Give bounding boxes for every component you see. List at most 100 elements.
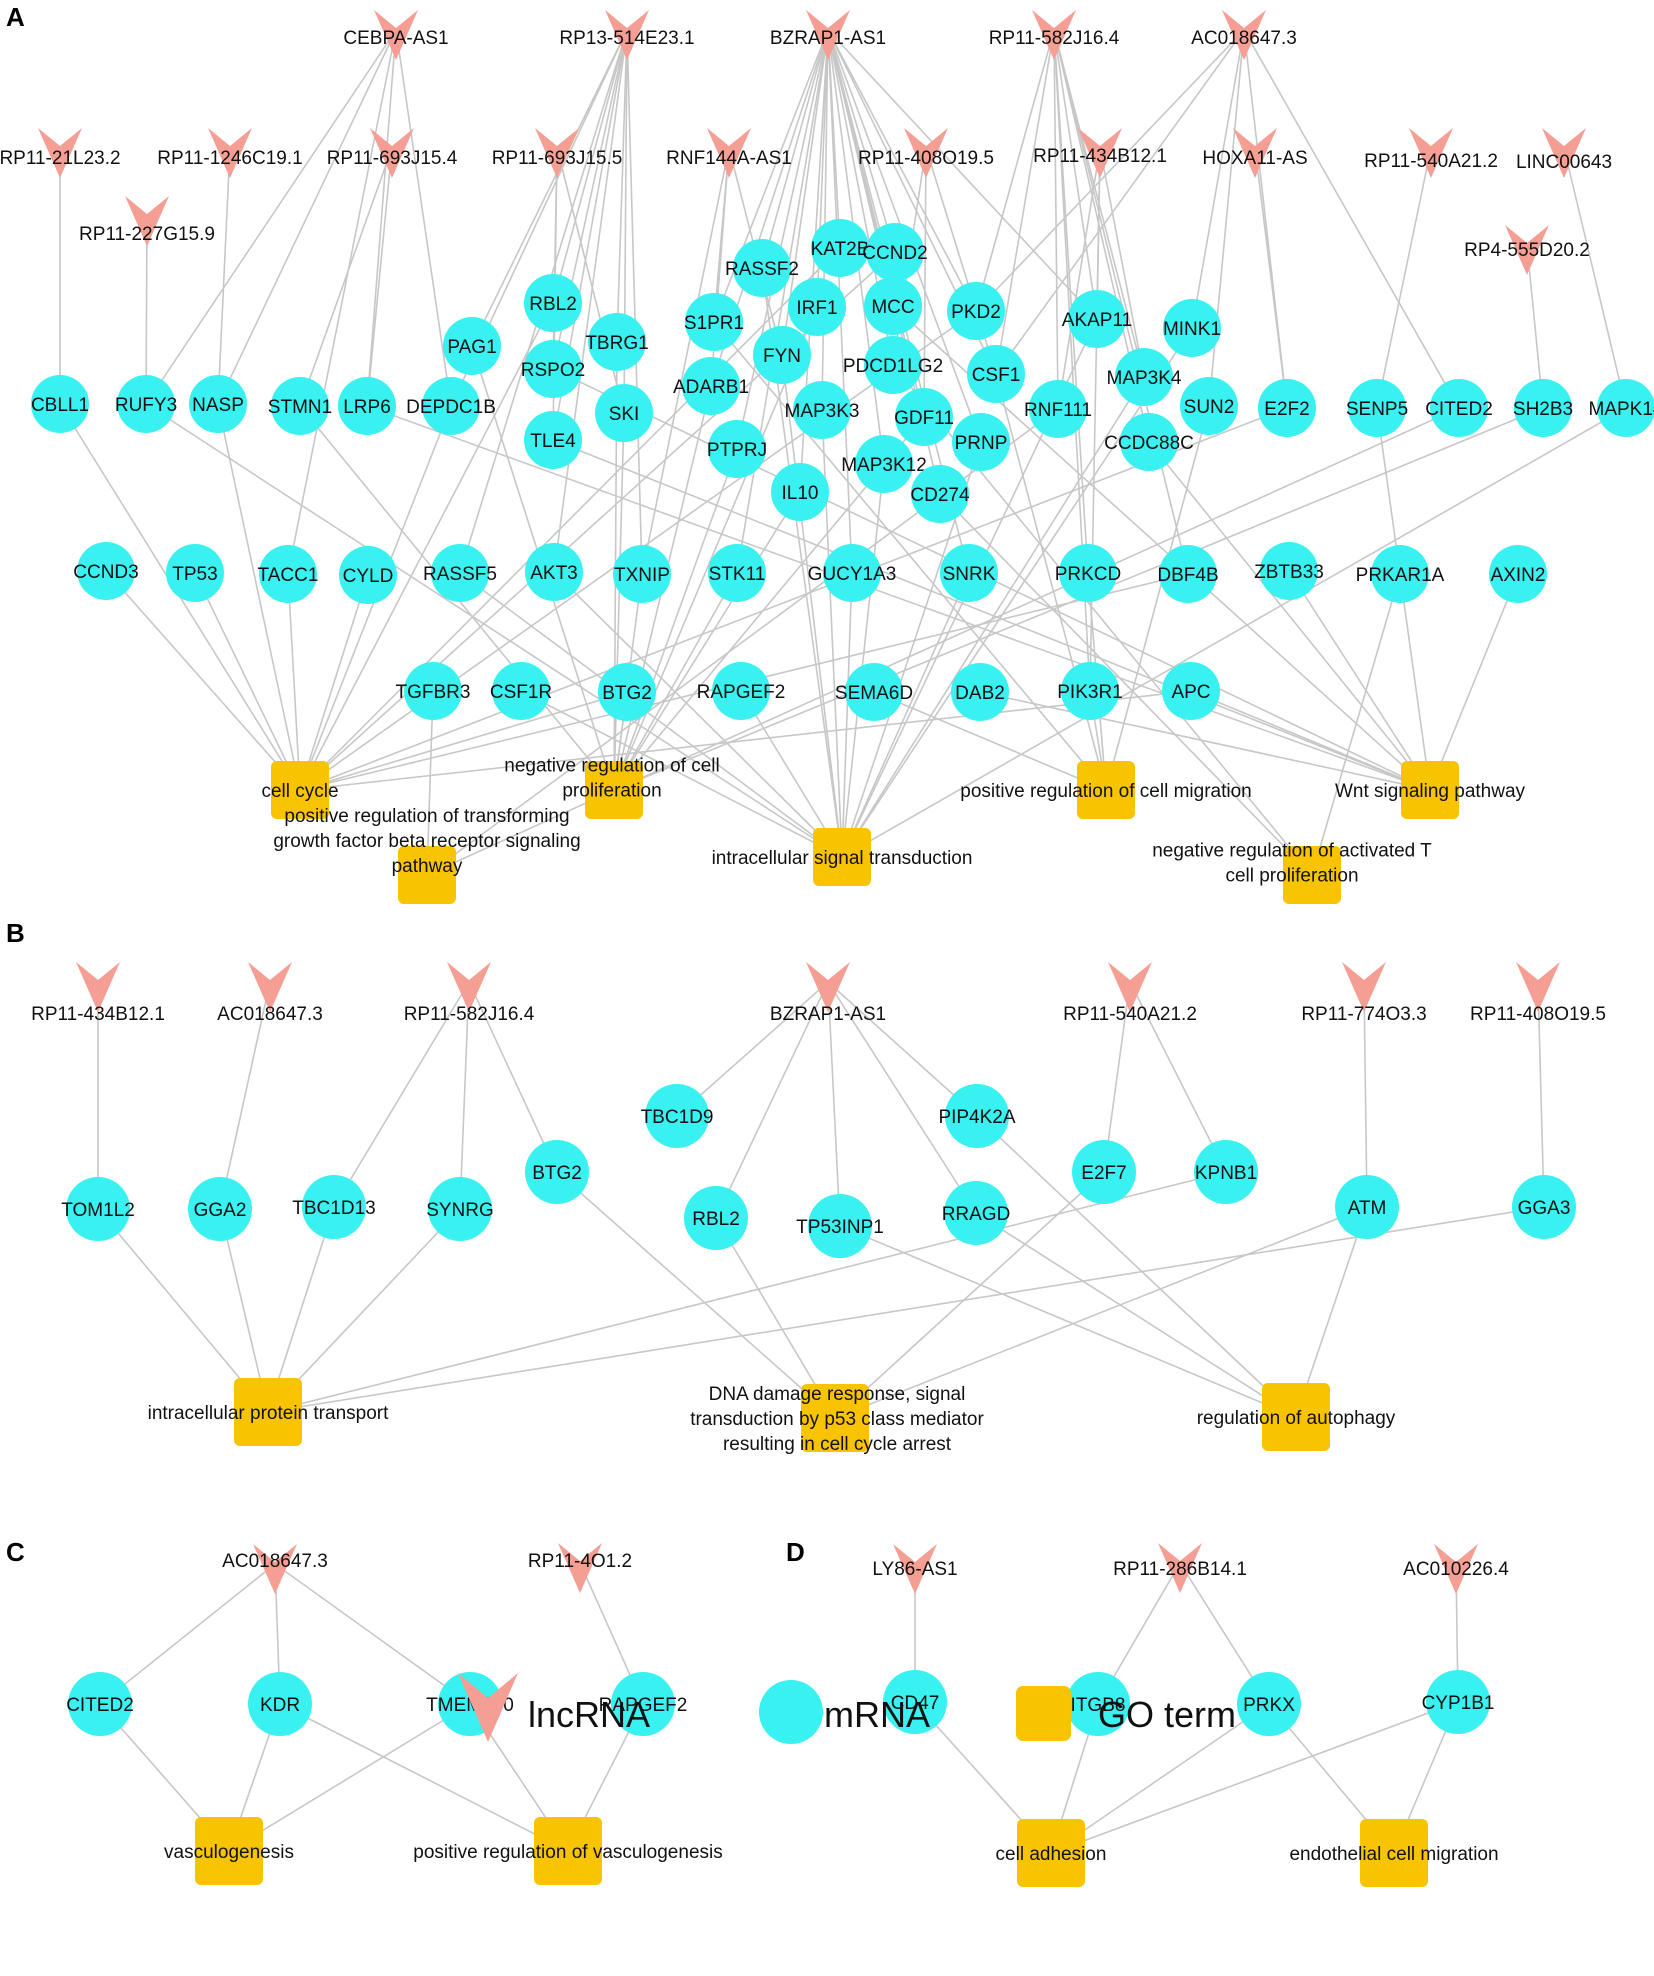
edge-a_linc643-a_mapk14 [1563,147,1627,409]
go-term-label-line: negative regulation of cell [504,756,719,777]
node-label: BTG2 [602,683,652,704]
edge-a_csf1-a_go_prcm [995,373,1107,791]
mrna-icon [945,1084,1009,1148]
edge-b_atm-b_go_dna [834,1206,1368,1419]
edge-a_csf1r-a_go_ist [520,690,843,858]
mrna-node-a_map3k12: MAP3K12 [841,435,927,493]
lncrna-icon [1542,128,1586,178]
legend: lncRNA mRNA GO term [458,1673,1236,1744]
mrna-node-b_synrg: SYNRG [426,1177,494,1241]
lncrna-icon [1409,128,1453,178]
mrna-node-b_tom1l2: TOM1L2 [61,1177,135,1241]
lncrna-node-b_rp11_434: RP11-434B12.1 [31,962,165,1025]
go-term-label-line: growth factor beta receptor signaling [273,831,580,852]
mrna-icon [1426,1670,1490,1734]
node-label: ADARB1 [673,377,749,398]
mrna-node-a_rassf5: RASSF5 [423,544,497,602]
mrna-icon [1162,662,1220,720]
mrna-node-a_prkar1a: PRKAR1A [1356,545,1445,603]
mrna-node-a_nasp: NASP [189,375,247,433]
node-label: LRP6 [343,397,391,418]
edge-a_cebpa-a_lrp6 [366,29,397,407]
node-label: MAP3K12 [841,455,927,476]
go-term-node-a_go_prcm: positive regulation of cell migration [960,761,1252,819]
mrna-icon [431,544,489,602]
mrna-node-a_senp5: SENP5 [1346,379,1408,437]
node-label: S1PR1 [684,313,744,334]
mrna-icon [1068,290,1126,348]
node-label: AXIN2 [1491,565,1546,586]
mrna-node-a_snrk: SNRK [940,544,998,602]
mrna-node-a_mcc: MCC [864,277,922,335]
edge-a_bzrap-a_akap11 [827,29,1098,320]
node-label: KDR [260,1695,300,1716]
edge-b_gga3-b_go_ipt [267,1206,1545,1413]
node-label: SUN2 [1184,397,1235,418]
node-label: RAPGEF2 [697,682,786,703]
node-label: RAPGEF2 [599,1695,688,1716]
edge-b_rp11_774-b_atm [1363,981,1368,1208]
legend-go-term-icon [1016,1686,1071,1741]
node-label: RRAGD [942,1204,1011,1225]
edge-a_ccnd3-a_go_cc [105,570,301,791]
go-term-node-c_go_prv: positive regulation of vasculogenesis [413,1817,723,1885]
node-label: ITGB8 [1071,1695,1126,1716]
edge-b_ac018-b_gga2 [219,981,271,1210]
lncrna-icon [1078,128,1122,178]
edge-a_rp13-a_rbl2 [552,29,628,304]
edge-b_tbc1d13-b_go_ipt [267,1206,335,1413]
node-label: GGA3 [1518,1198,1571,1219]
mrna-icon [188,1177,252,1241]
edge-a_lrp6-a_go_wnt [366,405,1431,791]
edge-a_cebpa-a_nasp [217,29,397,405]
mrna-node-b_pip4k2a: PIP4K2A [938,1084,1016,1148]
lncrna-node-b_ac018: AC018647.3 [217,962,323,1025]
node-label: MINK1 [1163,319,1221,340]
node-label: RNF111 [1024,400,1092,421]
legend-go-term-label: GO term [1098,1694,1236,1735]
node-label: RASSF2 [725,259,799,280]
mrna-icon [1066,1672,1130,1736]
node-label: TXNIP [614,565,670,586]
node-label: BTG2 [532,1163,582,1184]
mrna-icon [708,420,766,478]
mrna-icon [866,223,924,281]
lncrna-node-a_rp11_227: RP11-227G15.9 [79,196,215,246]
edge-a_rp13-a_tbrg1 [616,29,628,343]
edge-a_rp13-a_pag1 [471,29,628,347]
node-label: IL10 [782,483,819,504]
mrna-icon [811,219,869,277]
edge-b_bzrap-b_rbl2 [715,981,829,1219]
go-term-label-line: positive regulation of cell migration [960,781,1252,802]
edge-b_btg2-b_go_dna [556,1171,836,1419]
node-label: PRNP [955,433,1008,454]
node-label: CCDC88C [1104,433,1194,454]
edge-a_ac018-a_pkd2 [975,29,1245,312]
node-label: TBRG1 [585,333,648,354]
mrna-node-b_gga2: GGA2 [188,1177,252,1241]
edge-a_axin2-a_go_wnt [1429,573,1519,791]
mrna-node-a_dab2: DAB2 [951,663,1009,721]
node-label: CCND3 [73,562,138,583]
mrna-node-a_kat2b: KAT2B [811,219,869,277]
edge-a_rp11_408-a_gdf11 [923,147,927,418]
mrna-icon [944,1181,1008,1245]
node-label: RP11-408O19.5 [1470,1004,1606,1025]
node-label: AC010226.4 [1403,1559,1509,1580]
mrna-icon [117,375,175,433]
edge-a_rp11_582-a_rnf111 [1053,29,1059,410]
mrna-icon [947,282,1005,340]
node-label: BZRAP1-AS1 [770,1004,886,1025]
node-label: RBL2 [692,1209,740,1230]
panel-letter-d: D [786,1537,805,1567]
edge-a_akt3-a_go_ist [553,571,843,858]
mrna-icon [940,544,998,602]
go-term-label-line: cell adhesion [996,1844,1107,1865]
go-term-node-b_go_ipt: intracellular protein transport [148,1378,389,1446]
mrna-node-a_map3k3: MAP3K3 [785,381,859,439]
mrna-node-a_rufy3: RUFY3 [115,375,177,433]
mrna-icon [259,545,317,603]
mrna-icon [883,1670,947,1734]
mrna-icon [1120,413,1178,471]
mrna-icon [524,411,582,469]
